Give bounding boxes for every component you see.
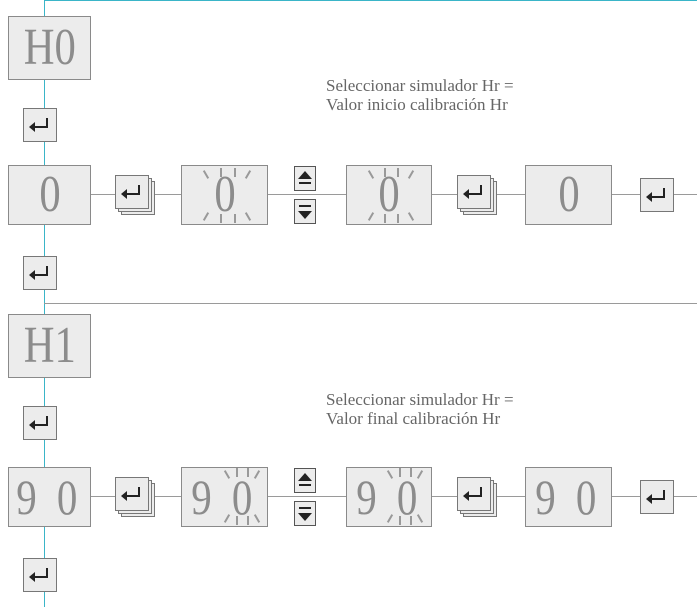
blink-mark bbox=[410, 516, 412, 525]
blink-mark bbox=[399, 516, 401, 525]
enter-hold-button[interactable] bbox=[457, 477, 497, 517]
enter-button[interactable] bbox=[23, 256, 57, 290]
value-display-blinking: 0 bbox=[181, 165, 268, 225]
enter-button[interactable] bbox=[23, 406, 57, 440]
enter-key-icon bbox=[29, 416, 48, 430]
instruction-note-h0: Seleccionar simulador Hr = Valor inicio … bbox=[326, 76, 514, 114]
enter-key-hold-icon bbox=[463, 185, 482, 199]
value-display-blinking: 9 0 bbox=[181, 467, 268, 527]
value-display-initial: 9 0 bbox=[8, 467, 91, 527]
code-display-h1: H1 bbox=[8, 314, 91, 378]
down-key[interactable] bbox=[294, 501, 316, 526]
down-arrow-icon bbox=[298, 507, 312, 521]
up-key[interactable] bbox=[294, 468, 316, 493]
value-display-confirmed: 0 bbox=[525, 165, 612, 225]
up-down-keys[interactable] bbox=[294, 166, 316, 228]
up-key[interactable] bbox=[294, 166, 316, 191]
enter-button[interactable] bbox=[640, 178, 674, 212]
blink-mark bbox=[236, 468, 238, 477]
enter-key-hold-icon bbox=[121, 487, 140, 501]
blink-mark bbox=[247, 468, 249, 477]
enter-hold-button[interactable] bbox=[457, 175, 497, 215]
instruction-note-h1: Seleccionar simulador Hr = Valor final c… bbox=[326, 390, 514, 428]
blink-mark bbox=[220, 214, 222, 223]
value-display-confirmed: 9 0 bbox=[525, 467, 612, 527]
up-arrow-icon bbox=[298, 473, 312, 486]
enter-key-icon bbox=[646, 490, 665, 504]
section-separator bbox=[44, 303, 697, 304]
enter-hold-button[interactable] bbox=[115, 477, 155, 517]
value-display-initial: 0 bbox=[8, 165, 91, 225]
enter-button[interactable] bbox=[23, 558, 57, 592]
enter-key-hold-icon bbox=[121, 185, 140, 199]
blink-mark bbox=[399, 468, 401, 477]
blink-mark bbox=[397, 168, 399, 177]
blink-mark bbox=[410, 468, 412, 477]
blink-mark bbox=[236, 516, 238, 525]
enter-button[interactable] bbox=[23, 108, 57, 142]
up-down-keys[interactable] bbox=[294, 468, 316, 530]
down-arrow-icon bbox=[298, 205, 312, 219]
value-display-adjusted: 0 bbox=[346, 165, 432, 225]
blink-mark bbox=[234, 168, 236, 177]
blink-mark bbox=[234, 214, 236, 223]
enter-key-icon bbox=[29, 118, 48, 132]
blink-mark bbox=[247, 516, 249, 525]
blink-mark bbox=[384, 214, 386, 223]
blink-mark bbox=[397, 214, 399, 223]
enter-key-icon bbox=[646, 188, 665, 202]
enter-button[interactable] bbox=[640, 480, 674, 514]
enter-key-hold-icon bbox=[463, 487, 482, 501]
enter-key-icon bbox=[29, 266, 48, 280]
up-arrow-icon bbox=[298, 171, 312, 184]
code-display-h0: H0 bbox=[8, 16, 91, 80]
blink-mark bbox=[220, 168, 222, 177]
top-border-line bbox=[44, 0, 697, 1]
down-key[interactable] bbox=[294, 199, 316, 224]
enter-key-icon bbox=[29, 568, 48, 582]
blink-mark bbox=[384, 168, 386, 177]
enter-hold-button[interactable] bbox=[115, 175, 155, 215]
